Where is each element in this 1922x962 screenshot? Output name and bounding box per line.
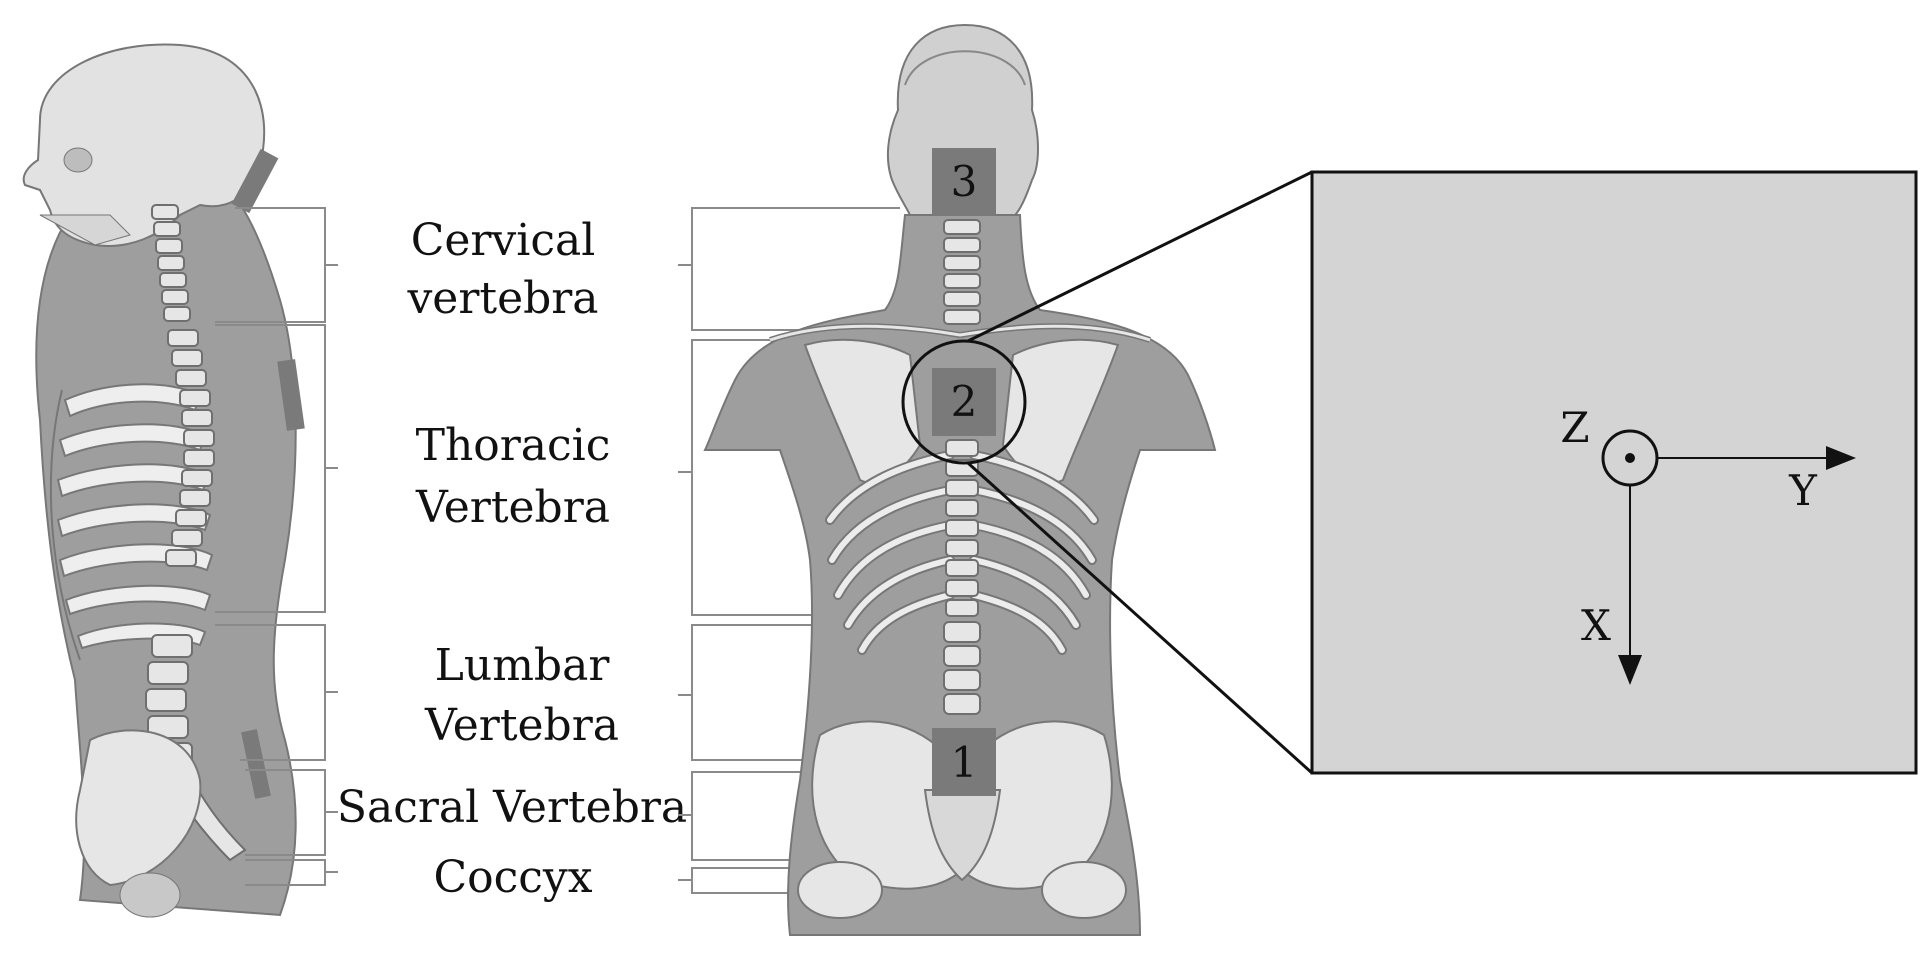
side-eye-socket (63, 147, 93, 173)
label-coccyx: Coccyx (433, 852, 592, 903)
side-jaw (39, 214, 131, 246)
side-pelvis-hole (119, 872, 181, 918)
side-skull (22, 43, 266, 247)
label-sacral: Sacral Vertebra (337, 782, 687, 833)
label-thoracic-line2: Vertebra (415, 482, 610, 533)
back-view-figure: 3 2 1 (703, 23, 1217, 936)
back-right-hip (1041, 861, 1127, 919)
back-sacrum (923, 789, 1002, 882)
label-cervical-line1: Cervical (411, 215, 596, 266)
side-pelvis (75, 729, 202, 887)
zoom-panel: Z Y X (1310, 170, 1918, 775)
right-bracket-lumbar (691, 624, 900, 761)
x-axis-label: X (1581, 601, 1611, 650)
side-view-figure (22, 43, 305, 918)
back-hair-line (904, 50, 1026, 86)
label-thoracic-line1: Thoracic (416, 420, 611, 471)
sensor-label-1: 1 (951, 738, 978, 787)
label-cervical-line2: vertebra (406, 273, 598, 324)
y-axis-label: Y (1788, 466, 1818, 515)
zoom-connector (966, 170, 1314, 775)
sensor-marker-3 (932, 148, 996, 216)
side-sensor-neck (231, 148, 279, 214)
zoom-panel-box (1310, 170, 1918, 775)
sensor-label-3: 3 (951, 157, 978, 206)
sensor-marker-1 (932, 728, 996, 796)
sensor-marker-2 (932, 368, 996, 436)
label-lumbar-line1: Lumbar (435, 640, 611, 691)
side-sensor-upper-back (277, 359, 305, 431)
label-lumbar-line2: Vertebra (424, 700, 619, 751)
back-clavicles-fill (769, 324, 1151, 342)
back-ribs-light (827, 452, 1097, 653)
y-axis-arrowhead (1826, 446, 1856, 470)
zoom-circle (901, 339, 1027, 465)
x-axis-arrowhead (1618, 655, 1642, 685)
side-sensor-lower-back (241, 729, 271, 799)
left-brackets (215, 207, 338, 886)
back-spine (943, 219, 981, 715)
right-bracket-cervical (691, 207, 900, 331)
back-head (886, 23, 1039, 216)
z-axis-dot (1625, 453, 1635, 463)
back-left-hip (797, 861, 883, 919)
z-axis-label: Z (1560, 403, 1589, 452)
sensor-label-2: 2 (951, 377, 978, 426)
region-labels: Cervical vertebra Thoracic Vertebra Lumb… (337, 215, 687, 903)
